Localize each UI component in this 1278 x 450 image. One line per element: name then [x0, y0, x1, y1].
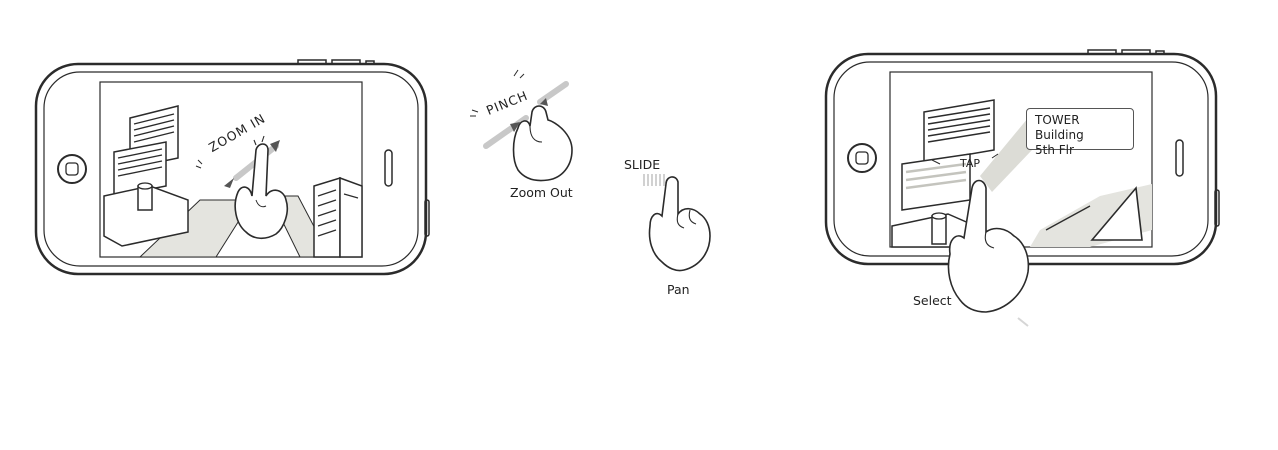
slide-label: SLIDE [624, 157, 661, 172]
zoom-out-label: Zoom Out [510, 185, 573, 200]
tap-hand [947, 179, 1030, 313]
tap-label: TAP [960, 157, 981, 170]
slide-gesture [643, 174, 711, 272]
pan-label: Pan [667, 282, 690, 297]
callout-building-name: TOWER Building [1035, 113, 1084, 142]
callout-floor: 5th Flr [1035, 143, 1074, 157]
phone-left-screen [99, 81, 363, 258]
select-label: Select [913, 293, 952, 308]
phone-left [34, 59, 430, 276]
pinch-gesture [470, 69, 573, 182]
building-callout: TOWER Building 5th Flr [1026, 108, 1134, 157]
phone-right-screen [889, 71, 1153, 248]
